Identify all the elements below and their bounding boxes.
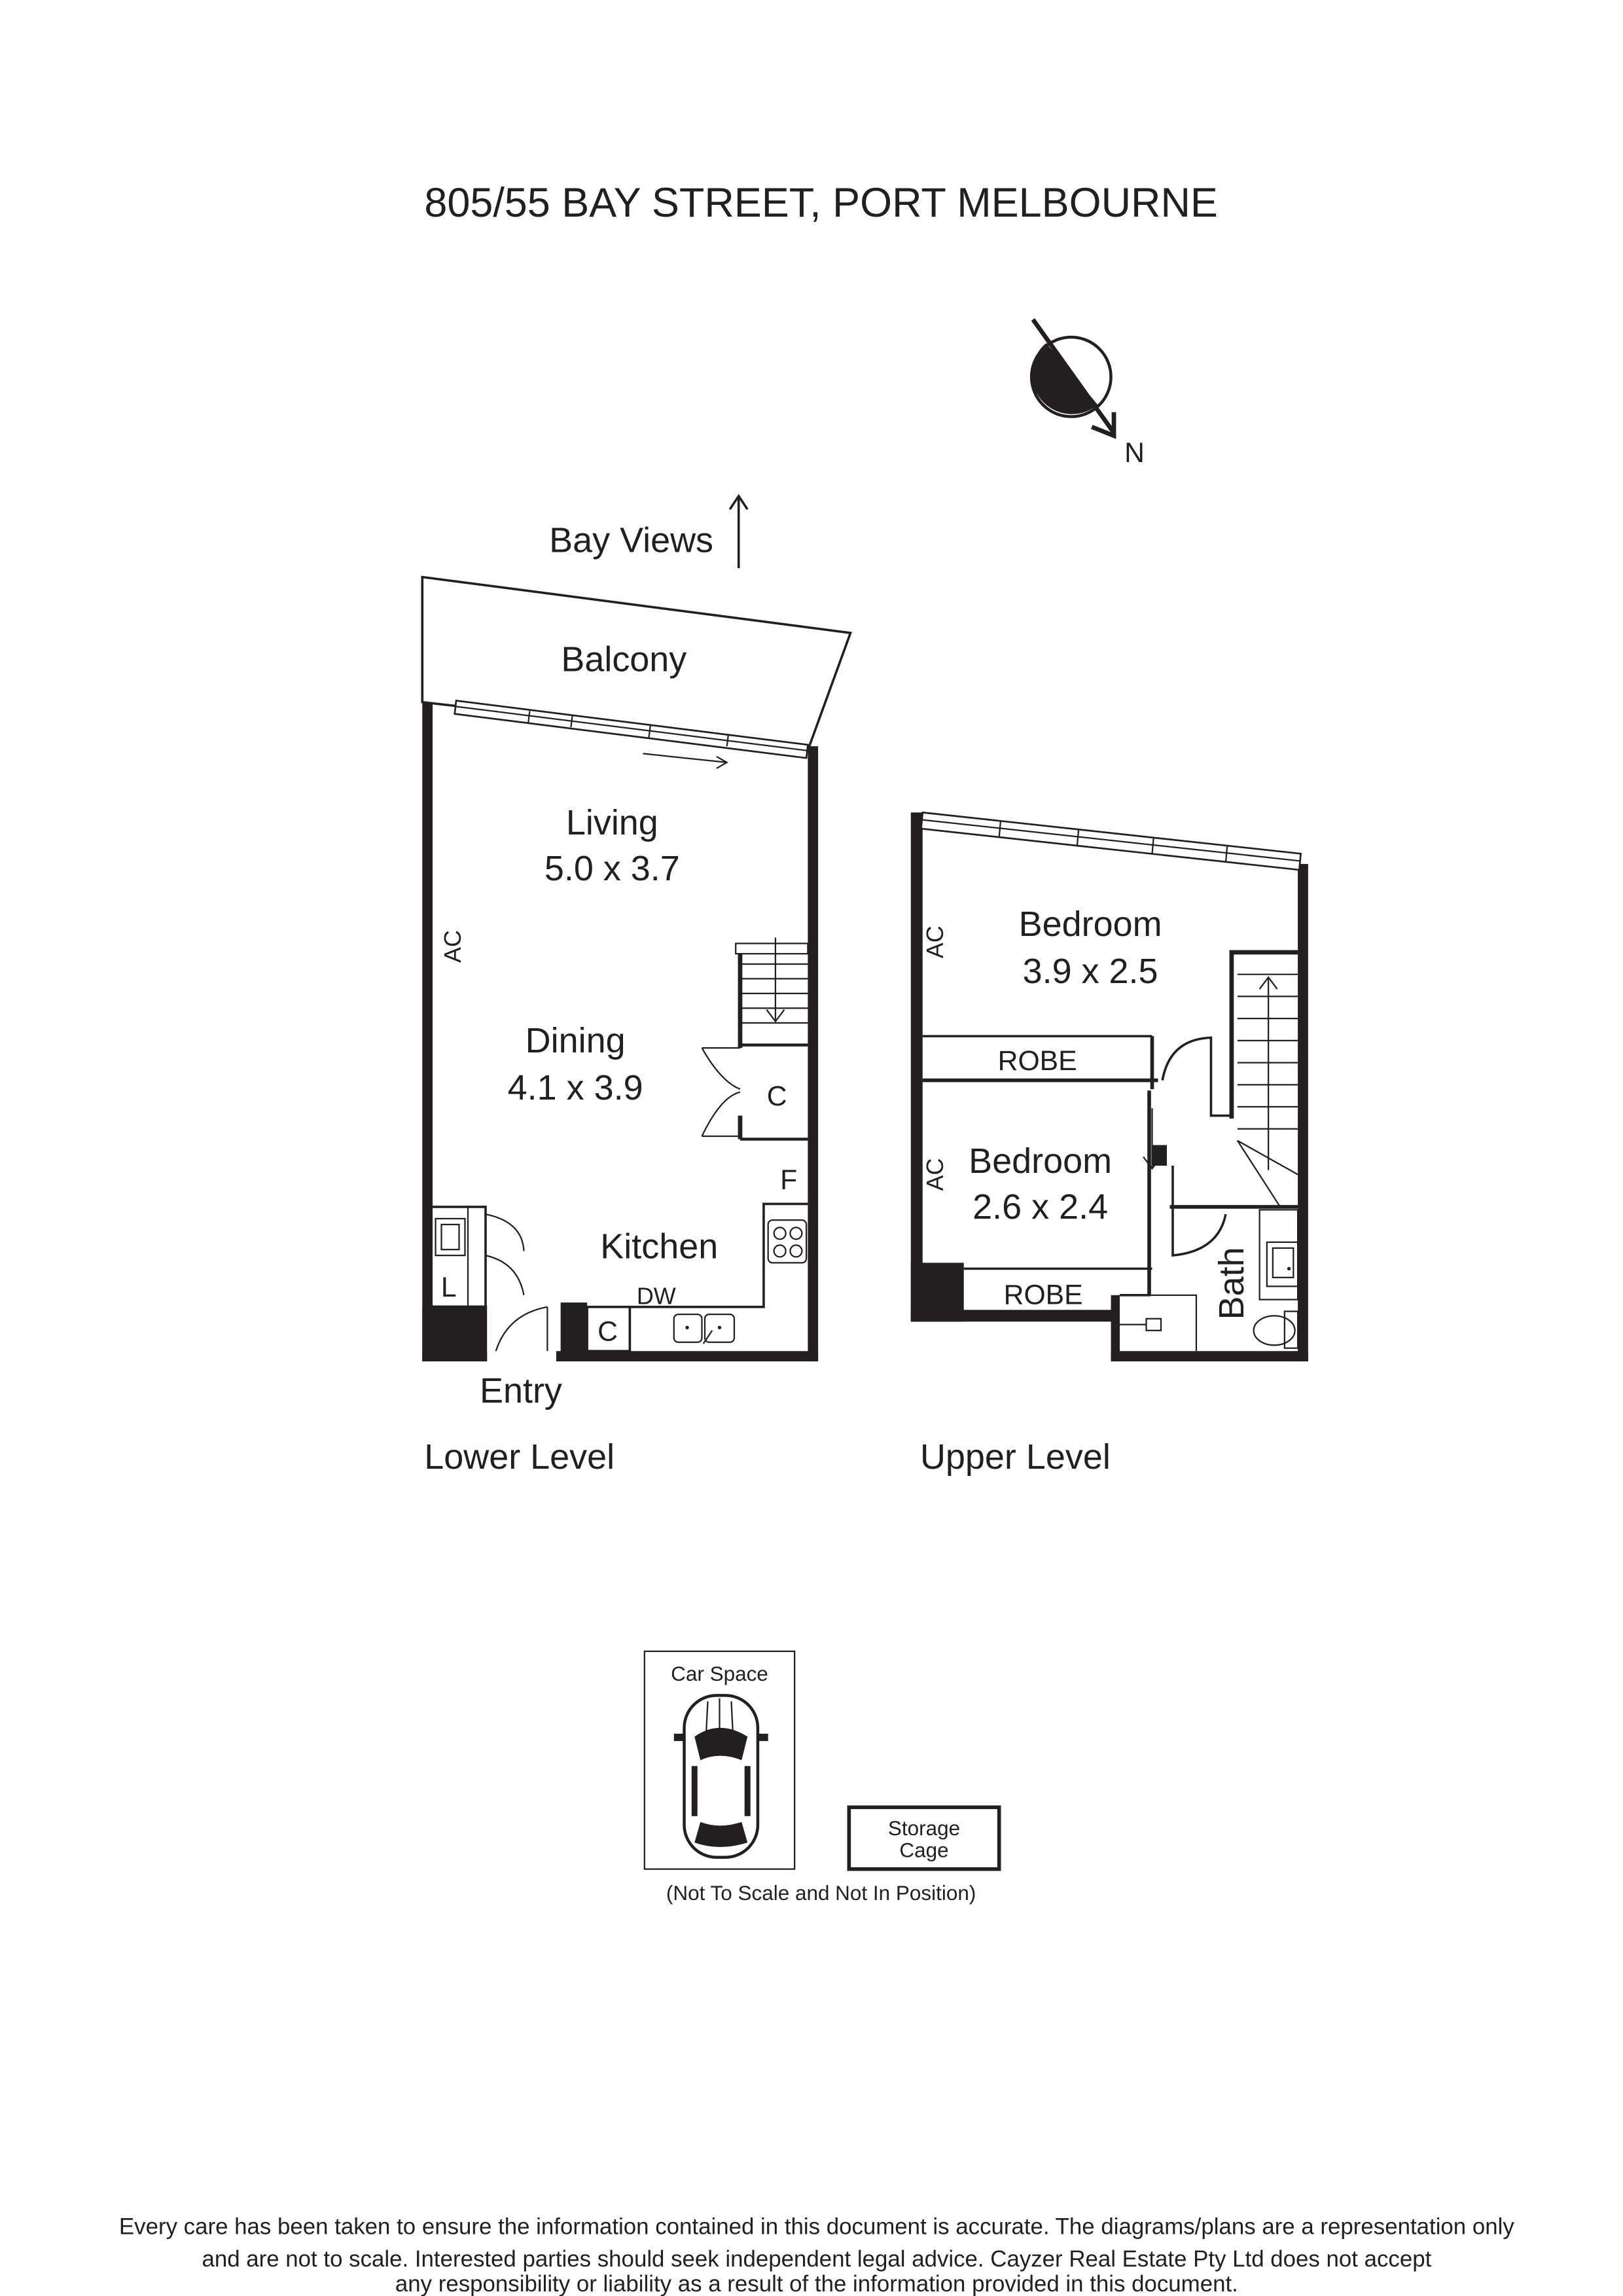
sink-icon: [673, 1313, 736, 1344]
laundry-label: L: [441, 1272, 457, 1303]
disclaimer-line-1: Every care has been taken to ensure the …: [119, 2214, 1514, 2239]
storage-cage-box: [847, 1805, 1001, 1871]
dining-size: 4.1 x 3.9: [508, 1068, 643, 1107]
kitchen-label: Kitchen: [600, 1227, 718, 1266]
disclaimer-line-2: and are not to scale. Interested parties…: [202, 2246, 1431, 2272]
cooktop-icon: [767, 1219, 808, 1264]
page-title: 805/55 BAY STREET, PORT MELBOURNE: [424, 180, 1218, 226]
stairs-up: [1169, 950, 1298, 1209]
vanity-icon: [1258, 1209, 1299, 1300]
lower-level-plan: C F C DW L Living 5.0 x 3.7 Dining 4.1 x…: [421, 575, 853, 1410]
upper-window: [920, 811, 1302, 871]
view-arrow-icon: [728, 493, 749, 569]
scale-note: (Not To Scale and Not In Position): [666, 1882, 976, 1905]
car-space-label: Car Space: [671, 1662, 768, 1685]
upper-level-plan: Bedroom 3.9 x 2.5 Bedroom 2.6 x 2.4 ROBE…: [910, 811, 1308, 1362]
bedroom1-label: Bedroom: [1019, 905, 1162, 944]
fridge-label: F: [780, 1164, 797, 1196]
storage-label-1: Storage: [888, 1817, 960, 1840]
bedroom1-size: 3.9 x 2.5: [1023, 952, 1158, 991]
closet2-label: C: [597, 1316, 618, 1348]
living-label: Living: [566, 803, 658, 842]
balcony-label: Balcony: [561, 640, 687, 679]
bedroom2-size: 2.6 x 2.4: [972, 1187, 1108, 1227]
car-icon: [673, 1694, 768, 1859]
ac2-label: AC: [921, 1158, 948, 1191]
entry-label: Entry: [480, 1371, 562, 1410]
closet-label: C: [767, 1081, 787, 1112]
dishwasher-label: DW: [637, 1282, 676, 1309]
dining-label: Dining: [526, 1021, 626, 1060]
bedroom2-label: Bedroom: [969, 1141, 1112, 1181]
laundry-cupboard: [433, 1206, 525, 1306]
entry-door: [495, 1306, 548, 1352]
ac1-label: AC: [921, 925, 948, 958]
sliding-window: [454, 699, 809, 759]
upper-level-label: Upper Level: [920, 1437, 1111, 1477]
north-label: N: [1124, 437, 1145, 469]
robe2-label: ROBE: [1004, 1279, 1083, 1310]
north-arrow-icon: [1029, 318, 1116, 439]
car-space-box: [643, 1650, 796, 1870]
living-size: 5.0 x 3.7: [544, 849, 680, 888]
toilet-icon: [1253, 1310, 1299, 1349]
slide-arrow-icon: [643, 753, 728, 769]
bay-views-label: Bay Views: [549, 520, 713, 560]
storage-label-2: Cage: [899, 1839, 948, 1862]
disclaimer-line-3: any responsibility or liability as a res…: [395, 2271, 1238, 2296]
bath-label: Bath: [1212, 1247, 1251, 1319]
robe1-label: ROBE: [998, 1045, 1077, 1077]
lower-level-label: Lower Level: [424, 1437, 615, 1477]
stairs-down: [701, 937, 809, 1141]
ac-label: AC: [439, 930, 466, 963]
